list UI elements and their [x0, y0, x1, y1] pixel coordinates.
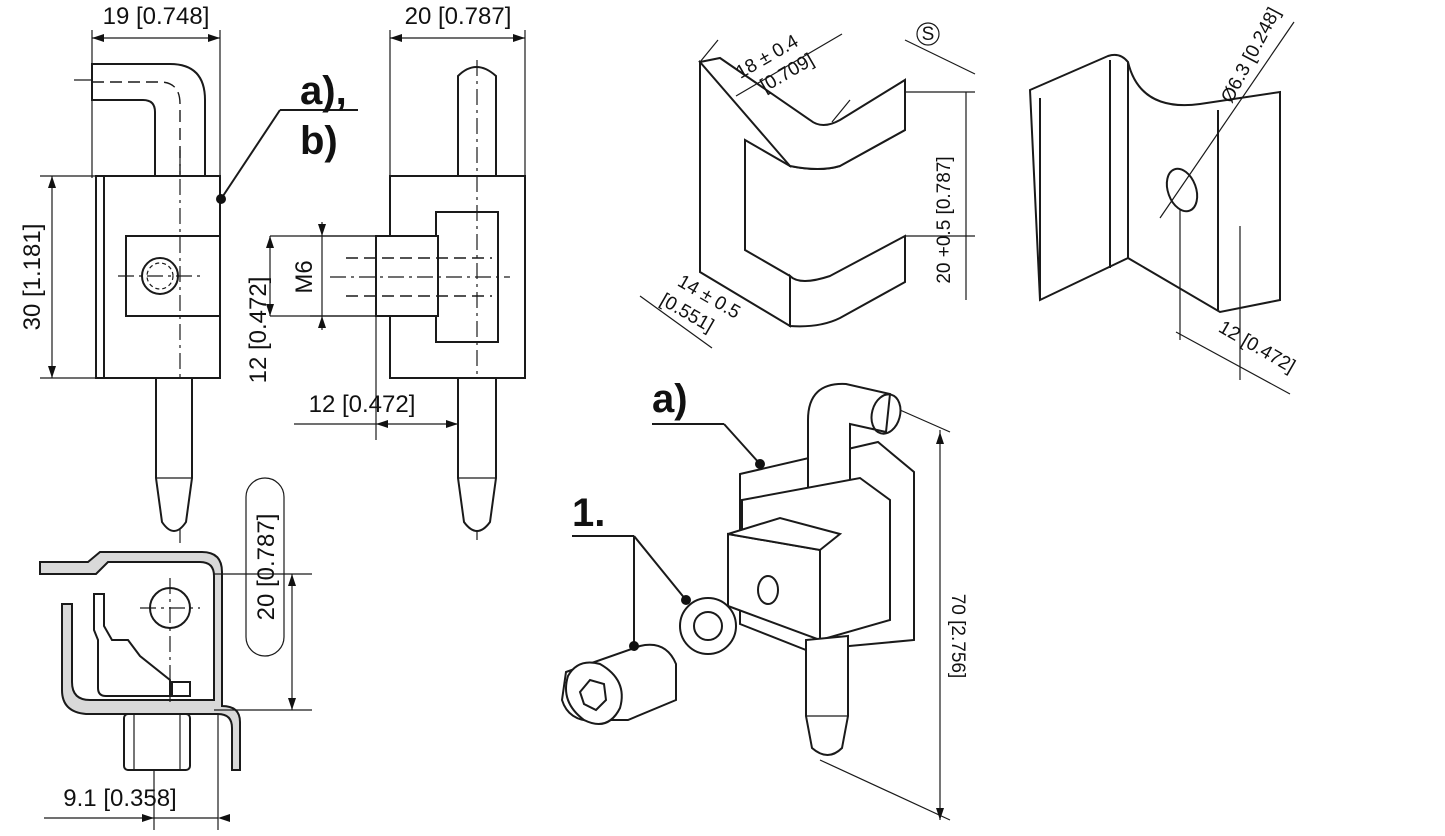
dim-front-width: 19 [0.748] [103, 3, 210, 30]
dim-front-height: 30 [1.181] [19, 224, 46, 331]
dim-bottom-offset: 9.1 [0.358] [63, 785, 176, 812]
hinge-assembly-view: 70 [2.756] a) 1. [560, 377, 968, 821]
dim-cutout-height: 20 +0.5 [0.787] [934, 156, 955, 283]
dim-side-offset: 12 [0.472] [309, 391, 416, 418]
dim-overall-length: 70 [2.756] [947, 594, 968, 679]
callout-item-1: 1. [572, 491, 605, 535]
thickness-symbol: S [922, 24, 935, 45]
callout-ab-line2: b) [300, 119, 338, 163]
dim-side-width: 20 [0.787] [405, 3, 512, 30]
side-view: 20 [0.787] M6 12 [0.472] 12 [0.472 [245, 3, 526, 545]
dim-thread: M6 [291, 260, 318, 293]
dim-hole-offset: 12 [0.472] [1215, 317, 1299, 377]
dim-thread-length: 12 [0.472] [245, 277, 272, 384]
bracket-view: Ø6.3 [0.248] 12 [0.472] [1028, 4, 1299, 395]
dim-bottom-height: 20 [0.787] [253, 514, 280, 621]
callout-a: a) [652, 377, 688, 421]
cutout-view: 18 ± 0.4 [0.709] S 14 ± 0.5 [0.551] 20 +… [639, 22, 976, 349]
section-view: 9.1 [0.358] 20 [0.787] [39, 477, 312, 830]
dim-hole: Ø6.3 [0.248] [1217, 4, 1285, 106]
callout-ab-line1: a), [300, 69, 347, 113]
front-view: 19 [0.748] 30 [1.181] a), b) [19, 3, 358, 545]
